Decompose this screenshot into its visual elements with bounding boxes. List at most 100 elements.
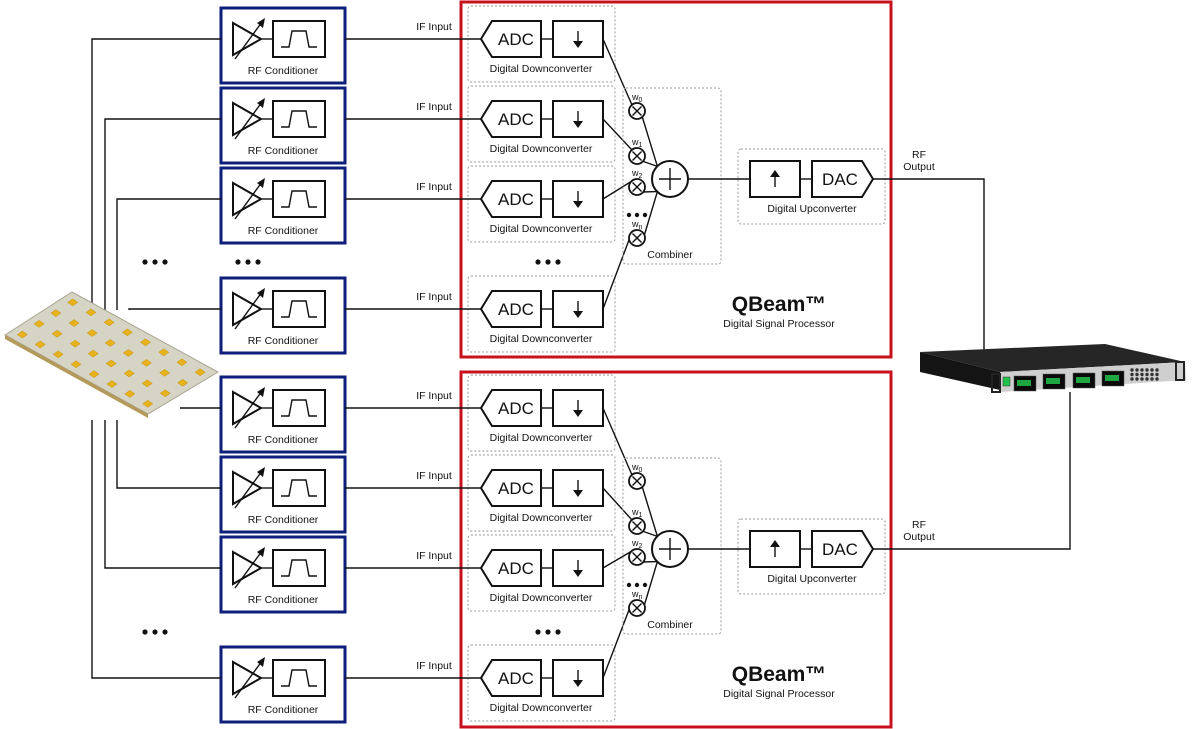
ellipsis-dot xyxy=(142,629,148,635)
adc-label: ADC xyxy=(498,190,534,209)
weight-label: w0 xyxy=(631,462,643,474)
dac-block xyxy=(811,530,875,568)
multiply-stroke xyxy=(632,233,642,243)
weight-label: w0 xyxy=(631,92,643,104)
arrow-head xyxy=(573,680,583,687)
ellipsis-dot xyxy=(255,259,261,265)
weight-base: w xyxy=(631,462,639,472)
variable-arrow-head xyxy=(257,288,265,298)
weight-base: w xyxy=(631,538,639,548)
duc-label: Digital Upconverter xyxy=(767,203,857,215)
power-switch xyxy=(1002,376,1011,387)
bandpass-filter-icon xyxy=(272,290,326,328)
interpolator-block xyxy=(749,160,801,198)
variable-arrow-shaft xyxy=(234,550,263,589)
weight-multiplier: w1 xyxy=(628,507,646,535)
dac-block xyxy=(811,160,875,198)
weight-base: w xyxy=(631,219,639,229)
ellipsis-dots xyxy=(142,629,168,635)
variable-arrow-head xyxy=(257,547,265,557)
amplifier-triangle xyxy=(232,470,264,506)
down-arrow-icon xyxy=(573,111,583,128)
variable-amplifier-icon xyxy=(232,18,265,60)
chassis-side xyxy=(920,352,1000,390)
antenna-feed-wire xyxy=(91,420,221,679)
antenna-patch xyxy=(141,359,152,367)
up-arrow-icon xyxy=(770,540,780,557)
arrow-head xyxy=(573,410,583,417)
variable-arrow-head xyxy=(257,98,265,108)
bandpass-curve xyxy=(281,559,317,577)
rf-conditioner: RF Conditioner xyxy=(219,86,347,165)
adc-label: ADC xyxy=(498,110,534,129)
if-input-label: IF Input xyxy=(416,101,452,113)
ellipsis-dot xyxy=(245,259,251,265)
if-input-label: IF Input xyxy=(416,390,452,402)
rf-conditioner-label: RF Conditioner xyxy=(248,335,319,347)
bandpass-filter-icon xyxy=(272,100,326,138)
ddc-label: Digital Downconverter xyxy=(490,702,593,714)
keypad-button xyxy=(1130,368,1134,372)
amplifier-triangle xyxy=(232,181,264,217)
weight-subscript: 0 xyxy=(639,467,643,474)
weight-label: w1 xyxy=(631,137,643,149)
variable-arrow-shaft xyxy=(234,291,263,330)
bandpass-filter-icon xyxy=(272,20,326,58)
filter-box xyxy=(272,100,326,138)
filter-box xyxy=(272,290,326,328)
ellipsis-dot xyxy=(235,259,241,265)
antenna-patch xyxy=(51,329,63,338)
rf-output-wiring xyxy=(873,178,1071,550)
weight-subscript: 0 xyxy=(639,97,643,104)
if-input-label: IF Input xyxy=(416,470,452,482)
antenna-patch xyxy=(124,390,136,398)
arrow-head xyxy=(573,41,583,48)
rf-output-label-line1: RF xyxy=(912,149,926,161)
multiply-stroke xyxy=(632,476,642,486)
rf-conditioner-label: RF Conditioner xyxy=(248,225,319,237)
down-arrow-icon xyxy=(573,400,583,417)
antenna-patch xyxy=(87,349,99,358)
variable-arrow-shaft xyxy=(234,21,263,60)
multiply-stroke xyxy=(632,151,642,161)
weight-base: w xyxy=(631,507,639,517)
weight-subscript: 2 xyxy=(639,543,643,550)
weight-subscript: 2 xyxy=(639,173,643,180)
antenna-patch xyxy=(34,340,46,349)
variable-arrow-shaft xyxy=(234,660,263,699)
bandpass-curve xyxy=(281,30,317,48)
ellipsis-dots xyxy=(142,259,168,265)
weight-subscript: n xyxy=(639,224,643,231)
weight-multiplier: w1 xyxy=(628,137,646,165)
weight-multiplier: wn xyxy=(628,219,646,247)
rf-output-label-line2: Output xyxy=(903,531,935,543)
keypad-button xyxy=(1135,368,1139,372)
chassis-top xyxy=(920,344,1185,372)
weight-label: wn xyxy=(631,589,643,601)
ellipsis-dots xyxy=(235,259,261,265)
weight-input-wire xyxy=(602,550,633,569)
weight-input-wire xyxy=(602,487,633,521)
antenna-patch xyxy=(159,369,171,377)
rf-conditioner-label: RF Conditioner xyxy=(248,65,319,77)
filter-box xyxy=(272,20,326,58)
qbeam-subtitle: Digital Signal Processor xyxy=(723,688,835,700)
qbeam-brand-label: QBeam™ xyxy=(732,663,827,686)
rf-conditioner-label: RF Conditioner xyxy=(248,145,319,157)
weight-label: w2 xyxy=(631,538,643,550)
bandpass-filter-icon xyxy=(272,180,326,218)
antenna-patch xyxy=(123,369,135,378)
antenna-patch xyxy=(121,328,133,337)
rf-conditioner-label: RF Conditioner xyxy=(248,434,319,446)
ddc-dashed-group xyxy=(467,5,616,83)
weight-subscript: n xyxy=(639,594,643,601)
variable-amplifier-icon xyxy=(232,288,265,330)
weight-output-wire xyxy=(641,530,658,538)
